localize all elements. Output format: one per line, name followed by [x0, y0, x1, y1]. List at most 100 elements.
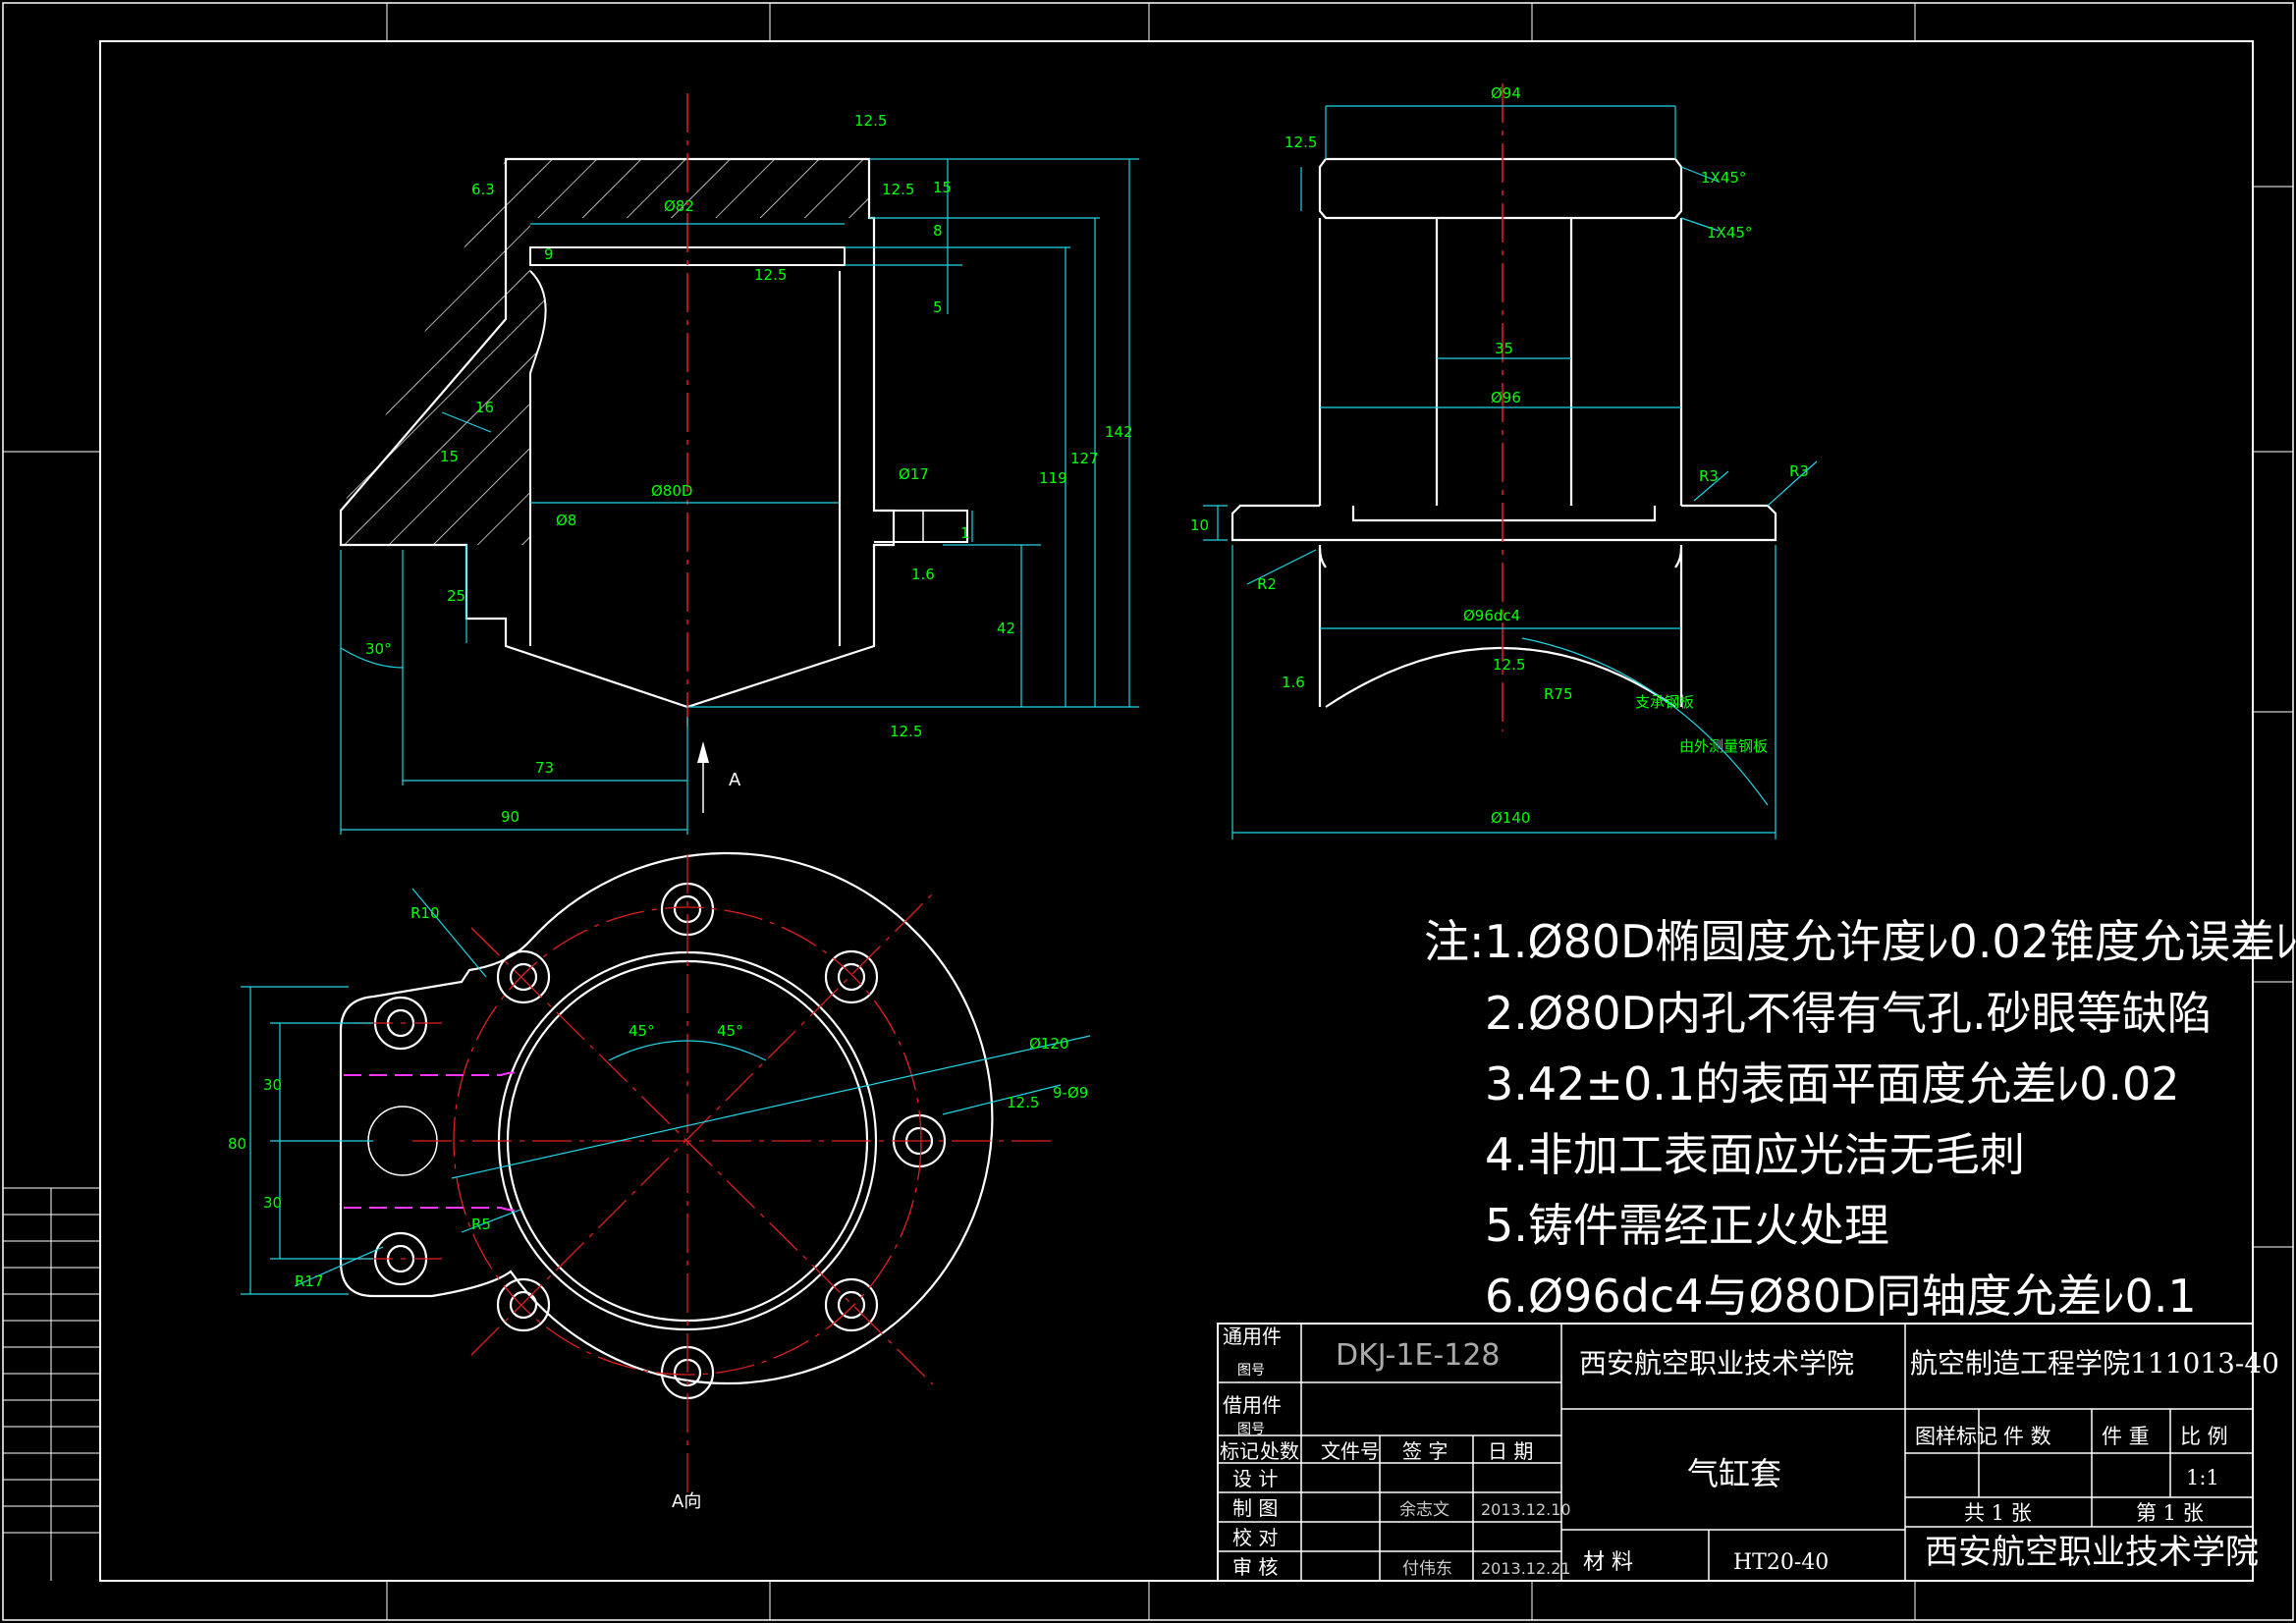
- side-dimension-lines: [1203, 105, 1818, 839]
- role-check: 校 对: [1232, 1526, 1278, 1549]
- side-top-flange: [1318, 157, 1683, 220]
- scale-value: 1:1: [2186, 1466, 2219, 1489]
- school-top: 西安航空职业技术学院: [1579, 1347, 1854, 1380]
- front-dimension-texts: Ø82 Ø80D Ø17 15 8 5 119 127 142 42 25 73…: [365, 112, 1133, 826]
- dim-45b: 45°: [717, 1022, 743, 1040]
- a-view-dimension-texts: R10 R17 R5 Ø120 9-Ø9 12.5 80 30 30 45° 4…: [228, 904, 1088, 1512]
- drafter-name: 余志文: [1399, 1500, 1449, 1520]
- dim-25: 25: [447, 587, 465, 605]
- ra-side-top: 12.5: [1285, 134, 1317, 151]
- dim-30a: 30: [263, 1076, 282, 1094]
- head-pattern-mark: 图样标记: [1915, 1425, 1997, 1448]
- note-5: 5.铸件需经正火处理: [1485, 1199, 1889, 1252]
- dim-d96dc4: Ø96dc4: [1463, 607, 1520, 624]
- sheets-total: 共 1 张: [1964, 1501, 2032, 1525]
- a-view-label: A向: [672, 1491, 701, 1512]
- ra-side-1-6: 1.6: [1282, 674, 1305, 691]
- material-value: HT20-40: [1733, 1550, 1829, 1575]
- ra-a-12-5: 12.5: [1007, 1094, 1039, 1111]
- left-row-drawno-1: 图号: [1237, 1363, 1265, 1379]
- part-name: 气缸套: [1687, 1455, 1781, 1492]
- review-date: 2013.12.21: [1481, 1559, 1571, 1578]
- dim-d82: Ø82: [664, 197, 694, 215]
- note-1: 注:1.Ø80D椭圆度允许度ﾚ0.02锥度允误差ﾚ0.01: [1424, 915, 2296, 968]
- front-section-view: [339, 93, 968, 813]
- a-view-hidden: [344, 1071, 521, 1212]
- dim-r17: R17: [295, 1272, 324, 1290]
- dim-15: 15: [933, 179, 952, 196]
- head-weight: 件 重: [2102, 1425, 2150, 1448]
- dim-r3a: R3: [1699, 467, 1719, 485]
- note-2: 2.Ø80D内孔不得有气孔.砂眼等缺陷: [1485, 987, 2213, 1040]
- hdr-sign: 签 字: [1402, 1439, 1448, 1463]
- ra-12-5-bottom: 12.5: [890, 723, 922, 740]
- role-design: 设 计: [1232, 1467, 1278, 1490]
- dim-r3b: R3: [1789, 462, 1809, 480]
- a-view-dimension-lines: [241, 888, 1091, 1295]
- dim-42: 42: [997, 620, 1015, 637]
- hdr-file: 文件号: [1321, 1439, 1380, 1463]
- dim-r10: R10: [410, 904, 440, 922]
- left-row-borrowed: 借用件: [1223, 1393, 1282, 1417]
- left-row-common: 通用件: [1223, 1325, 1282, 1348]
- department: 航空制造工程学院111013-40: [1910, 1347, 2279, 1380]
- dim-d8: Ø8: [556, 512, 576, 529]
- front-hatch-region: [341, 159, 869, 545]
- title-block-texts: DKJ-1E-128 西安航空职业技术学院 航空制造工程学院111013-40 …: [1220, 1325, 2279, 1579]
- dim-15b: 15: [440, 448, 459, 465]
- dim-30b: 30: [263, 1194, 282, 1212]
- technical-notes: 注:1.Ø80D椭圆度允许度ﾚ0.02锥度允误差ﾚ0.01 2.Ø80D内孔不得…: [1424, 915, 2296, 1323]
- title-block: [1217, 1323, 2254, 1582]
- chamfer-lower: 1X45°: [1707, 224, 1752, 242]
- note-4: 4.非加工表面应光洁无毛刺: [1485, 1128, 2025, 1181]
- note-measure: 由外测量钢板: [1679, 737, 1768, 755]
- side-dimension-texts: Ø94 1X45° 1X45° 35 Ø96 R3 R3 10 R2 Ø96dc…: [1190, 84, 1809, 827]
- dim-1: 1: [960, 524, 970, 542]
- dim-d94: Ø94: [1491, 84, 1521, 102]
- dim-5: 5: [933, 298, 943, 316]
- hdr-count: 处数: [1260, 1439, 1299, 1463]
- drawing-number: DKJ-1E-128: [1336, 1338, 1501, 1373]
- front-dimension-lines: [340, 158, 1139, 835]
- dim-d17: Ø17: [899, 465, 929, 483]
- dim-10: 10: [1190, 516, 1209, 534]
- role-draw: 制 图: [1232, 1496, 1278, 1520]
- ra-12-5-inner: 12.5: [754, 266, 787, 284]
- hdr-mark: 标记: [1220, 1439, 1259, 1463]
- school-bottom: 西安航空职业技术学院: [1925, 1533, 2259, 1572]
- dim-d120: Ø120: [1029, 1035, 1068, 1053]
- dim-30deg: 30°: [365, 640, 392, 658]
- material-label: 材 料: [1583, 1550, 1633, 1575]
- head-scale: 比 例: [2180, 1425, 2228, 1448]
- role-approve: 审 核: [1232, 1555, 1278, 1579]
- dim-35: 35: [1495, 340, 1513, 357]
- note-3: 3.42±0.1的表面平面度允差ﾚ0.02: [1485, 1057, 2180, 1110]
- left-row-drawno-2: 图号: [1237, 1422, 1265, 1437]
- view-arrow-label: A: [729, 770, 741, 790]
- dim-r2: R2: [1257, 575, 1277, 593]
- dim-90: 90: [501, 808, 519, 826]
- ra-side-12-5: 12.5: [1493, 656, 1525, 674]
- dim-d96: Ø96: [1491, 389, 1521, 406]
- dim-127: 127: [1070, 450, 1099, 467]
- a-view-outline: [339, 851, 994, 1385]
- dim-r5: R5: [471, 1216, 491, 1233]
- dim-9-d9: 9-Ø9: [1053, 1084, 1088, 1102]
- ra-12-5-right: 12.5: [882, 181, 914, 198]
- dim-16: 16: [475, 399, 494, 416]
- a-view: [339, 851, 994, 1400]
- dim-r75: R75: [1544, 685, 1573, 703]
- ra-6-3: 6.3: [471, 181, 495, 198]
- ra-12-5-top: 12.5: [854, 112, 887, 130]
- hdr-date: 日 期: [1488, 1439, 1533, 1463]
- dim-8: 8: [933, 222, 943, 240]
- ra-1-6: 1.6: [911, 566, 935, 583]
- dim-80: 80: [228, 1135, 246, 1153]
- dim-9: 9: [544, 245, 554, 263]
- a-view-centerlines: [354, 854, 1051, 1492]
- head-quantity: 件 数: [2003, 1425, 2051, 1448]
- chamfer-top: 1X45°: [1701, 169, 1746, 187]
- reviewer-name: 付伟东: [1402, 1559, 1452, 1579]
- dim-d80: Ø80D: [651, 482, 692, 500]
